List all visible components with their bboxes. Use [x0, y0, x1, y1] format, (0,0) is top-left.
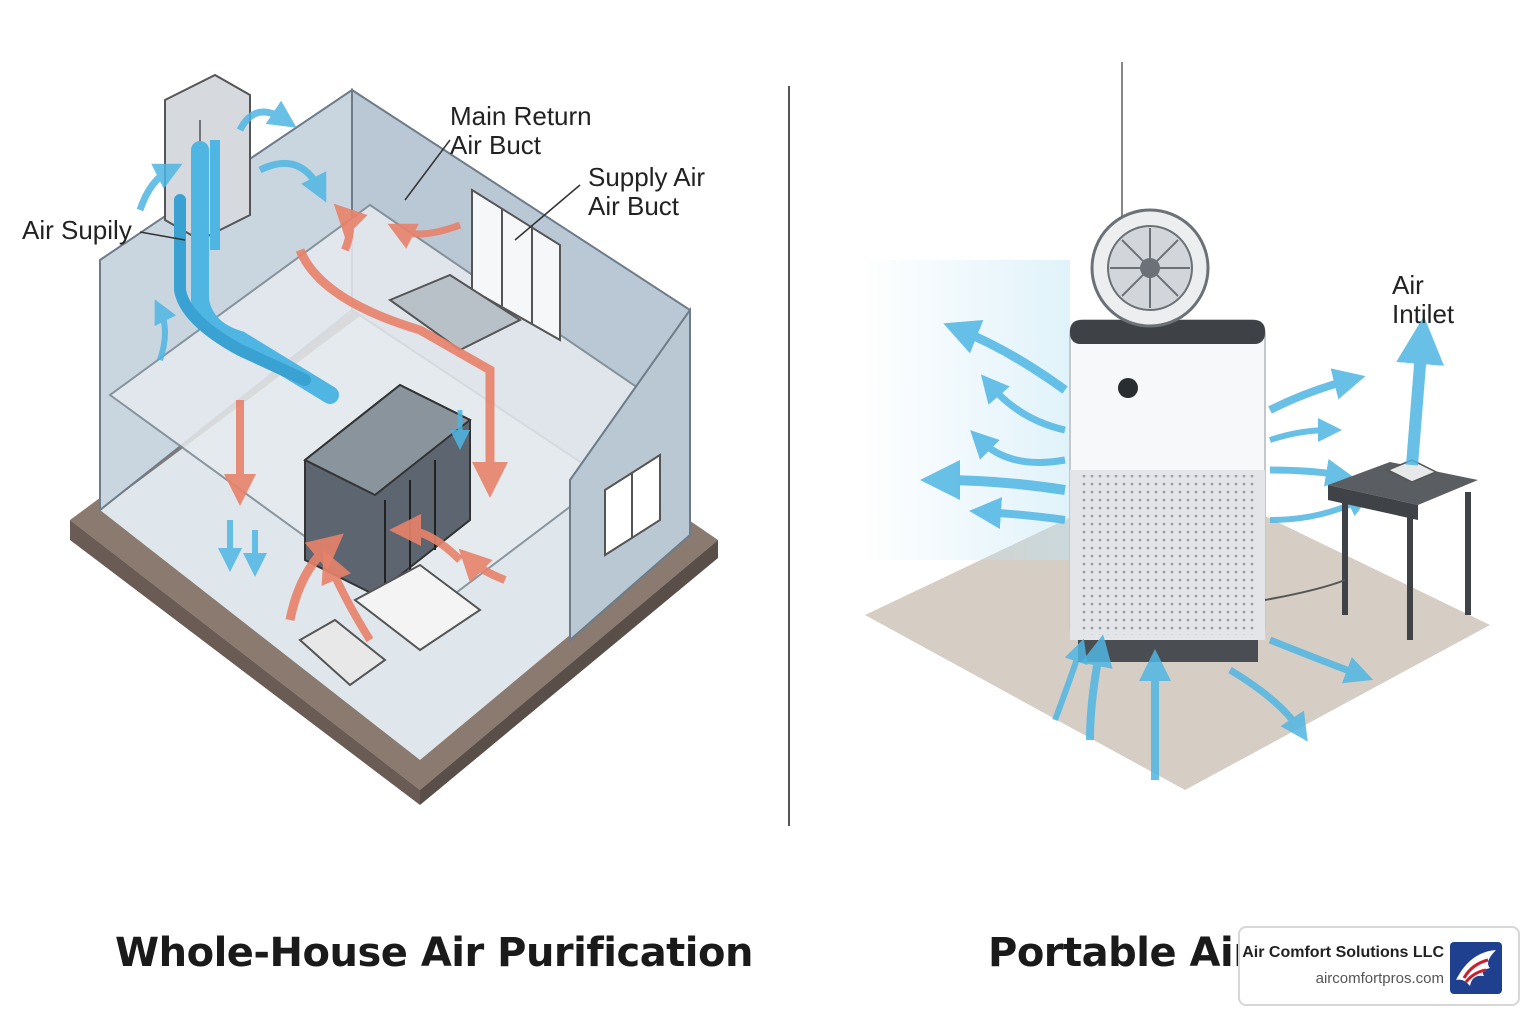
- sofa: [298, 618, 387, 687]
- house-illustration: [70, 73, 718, 805]
- company-name: Air Comfort Solutions LLC: [1242, 944, 1444, 961]
- purifier-illustration: [860, 62, 1490, 790]
- supply-duct: [191, 141, 339, 404]
- portable-purifier-diagram: Air Intilet: [800, 0, 1536, 900]
- side-table: [1328, 462, 1478, 505]
- air-inlet-label: Air Intilet: [1392, 270, 1455, 329]
- whole-house-caption: Whole-House Air Purification: [115, 930, 753, 976]
- purifier-logo-badge: [1118, 378, 1138, 398]
- air-inlet-arrow: [1396, 316, 1445, 466]
- panel-divider: [788, 86, 790, 826]
- company-website[interactable]: aircomfortpros.com: [1315, 970, 1444, 987]
- air-supply-label: Air Supily: [22, 215, 132, 245]
- company-badge[interactable]: Air Comfort Solutions LLC aircomfortpros…: [1238, 926, 1520, 1006]
- main-return-duct-label: Main Return Air Buct: [450, 101, 592, 160]
- sensor-device: [1386, 459, 1438, 483]
- coffee-table: [353, 563, 482, 652]
- eagle-logo-icon: [1450, 942, 1502, 994]
- supply-air-duct-label: Supply Air Air Buct: [588, 162, 706, 221]
- bed: [387, 273, 523, 352]
- whole-house-diagram: Air Supily Main Return Air Buct Supply A…: [0, 0, 780, 900]
